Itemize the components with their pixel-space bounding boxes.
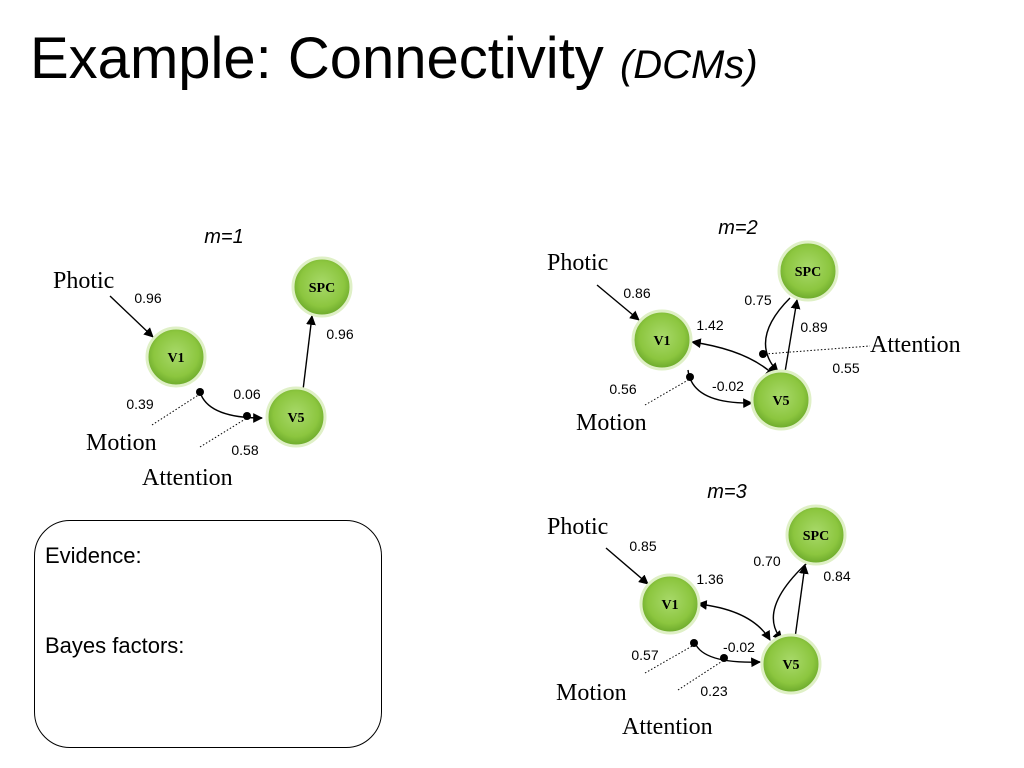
- model2-node-v5: [750, 369, 812, 431]
- evidence-label: Evidence:: [45, 543, 142, 568]
- model3-v5-spc-arrow: [794, 564, 809, 639]
- model3-spc-v5-arrow: [772, 561, 809, 641]
- model3-value-attention: 0.23: [700, 683, 727, 699]
- model3-node-spc: [785, 504, 847, 566]
- model1-node-v1: [145, 326, 207, 388]
- model3-v1-v5-bidir: [697, 600, 771, 641]
- model1-value-attention: 0.58: [231, 442, 258, 458]
- model3-value-v5-spc: 0.84: [823, 568, 850, 584]
- evidence-box: Evidence: Bayes factors:: [34, 520, 382, 748]
- model3-node-v1: [639, 573, 701, 635]
- model2-attention-input: Attention: [870, 332, 961, 358]
- model2-attention-mod-line: [764, 345, 871, 355]
- model1-v5-spc-arrow: [302, 315, 316, 391]
- title-sub: (DCMs): [619, 43, 758, 87]
- model2-attention-mod-dot: [759, 350, 767, 358]
- model3-attention-mod-line: [677, 659, 725, 691]
- model1-node-v1-label: V1: [167, 351, 184, 366]
- model3-photic-input: Photic: [547, 514, 608, 540]
- model3-value-v1-v5-lower: -0.02: [723, 639, 755, 655]
- model1-photic-arrow: [109, 295, 154, 338]
- model1-value-motion: 0.39: [126, 396, 153, 412]
- model2-value-v5-spc: 0.89: [800, 319, 827, 335]
- model2-motion-input: Motion: [576, 410, 647, 436]
- model1-value-v1-v5: 0.06: [233, 386, 260, 402]
- model2-value-spc-v5: 0.75: [744, 292, 771, 308]
- model3-value-photic: 0.85: [629, 538, 656, 554]
- model2-photic-arrow: [596, 284, 640, 321]
- model2-v1-v5-bidir: [691, 338, 776, 377]
- model1-motion-mod-line: [151, 393, 201, 426]
- model2-value-v1-v5: 1.42: [696, 317, 723, 333]
- model3-label: m=3: [707, 481, 746, 503]
- model1-motion-mod-dot: [196, 388, 204, 396]
- model3-photic-arrow: [605, 547, 649, 585]
- model3-motion-mod-dot: [690, 639, 698, 647]
- model3-attention-input: Attention: [622, 714, 713, 740]
- bayes-factors-label: Bayes factors:: [45, 633, 185, 658]
- model2-node-spc-label: SPC: [795, 265, 821, 280]
- model2-node-v1: [631, 309, 693, 371]
- model3-attention-mod-dot: [720, 654, 728, 662]
- model3-value-motion: 0.57: [631, 647, 658, 663]
- model1-attention-mod-line: [199, 417, 248, 448]
- model1-attention-mod-dot: [243, 412, 251, 420]
- model2-node-v1-label: V1: [653, 334, 670, 349]
- model1-value-v5-spc: 0.96: [326, 326, 353, 342]
- page-title: Example: Connectivity (DCMs): [30, 30, 758, 88]
- model2-v5-spc-arrow: [784, 299, 801, 373]
- model1-node-v5-label: V5: [287, 411, 304, 426]
- model3-value-spc-v5: 0.70: [753, 553, 780, 569]
- model1-label: m=1: [204, 226, 243, 248]
- model1-node-spc: [291, 256, 353, 318]
- model3-node-v5: [760, 633, 822, 695]
- model2-label: m=2: [718, 217, 757, 239]
- model2-node-spc: [777, 240, 839, 302]
- model2-spc-v5-arrow: [764, 297, 791, 373]
- model3-value-v1-v5: 1.36: [696, 571, 723, 587]
- model3-node-spc-label: SPC: [803, 529, 829, 544]
- model1-v1-v5-arrow: [199, 391, 263, 423]
- model1-node-v5: [265, 386, 327, 448]
- model3-motion-input: Motion: [556, 680, 627, 706]
- model2-value-v1-v5-lower: -0.02: [712, 378, 744, 394]
- model3-motion-mod-line: [644, 644, 695, 674]
- model2-value-attention: 0.55: [832, 360, 859, 376]
- model3-node-v1-label: V1: [661, 598, 678, 613]
- model1-node-spc-label: SPC: [309, 281, 335, 296]
- title-main: Example: Connectivity: [30, 26, 604, 91]
- model1-value-photic: 0.96: [134, 290, 161, 306]
- model1-motion-input: Motion: [86, 430, 157, 456]
- model2-value-photic: 0.86: [623, 285, 650, 301]
- model2-value-motion: 0.56: [609, 381, 636, 397]
- model2-motion-mod-dot: [686, 373, 694, 381]
- model1-attention-input: Attention: [142, 465, 233, 491]
- model3-node-v5-label: V5: [782, 658, 799, 673]
- model2-motion-mod-line: [644, 378, 691, 406]
- model2-node-v5-label: V5: [772, 394, 789, 409]
- model1-photic-input: Photic: [53, 268, 114, 294]
- model2-photic-input: Photic: [547, 250, 608, 276]
